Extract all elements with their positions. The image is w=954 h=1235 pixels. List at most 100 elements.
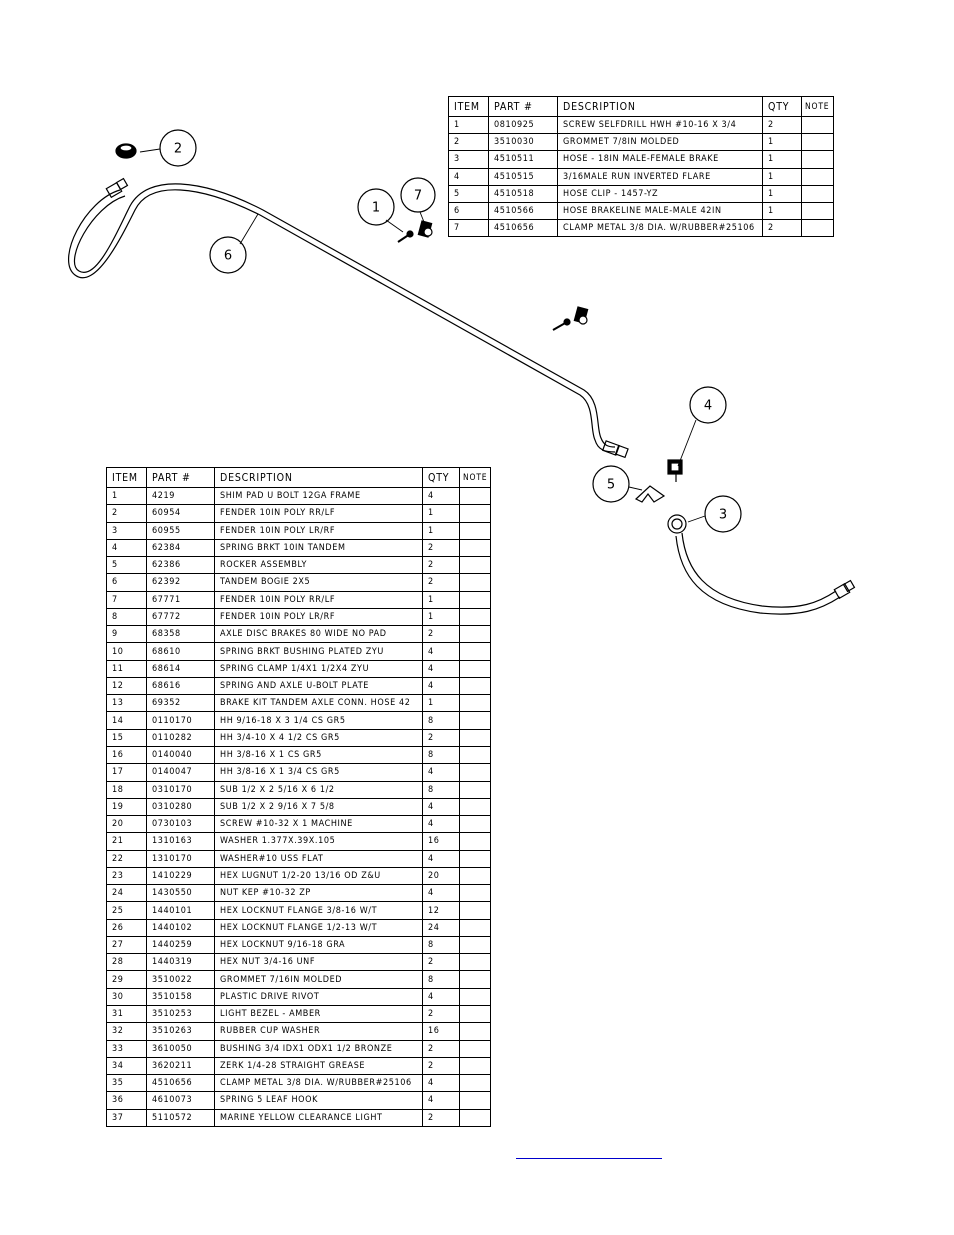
cell-item: 20	[106, 815, 147, 834]
cell-note	[459, 556, 491, 575]
cell-item: 33	[106, 1039, 147, 1058]
cell-part: 4510656	[488, 219, 558, 238]
cell-description: SUB 1/2 X 2 5/16 X 6 1/2	[214, 780, 423, 799]
cell-description: FENDER 10IN POLY LR/RF	[214, 521, 423, 540]
table-header-row: ITEM PART # DESCRIPTION QTY NOTE	[448, 96, 834, 117]
cell-qty: 12	[422, 901, 460, 920]
cell-item: 34	[106, 1056, 147, 1076]
inverted-flare-fitting	[667, 459, 683, 482]
cell-note	[459, 1039, 491, 1058]
cell-note	[459, 763, 491, 782]
cell-part: 5110572	[146, 1108, 215, 1127]
cell-part: 4219	[146, 486, 215, 506]
cell-part: 1440102	[146, 918, 215, 937]
cell-note	[459, 884, 491, 903]
header-qty: QTY	[762, 96, 802, 117]
cell-part: 1410229	[146, 866, 215, 886]
cell-part: 3510253	[146, 1004, 215, 1024]
cell-note	[459, 1091, 491, 1110]
hose-clip	[634, 485, 666, 503]
cell-part: 0810925	[488, 115, 558, 135]
cell-part: 0310170	[146, 780, 215, 799]
cell-item: 16	[106, 745, 147, 765]
cell-item: 18	[106, 780, 147, 799]
cell-item: 11	[106, 659, 147, 678]
cell-qty: 20	[422, 866, 460, 886]
cell-item: 3	[448, 150, 489, 169]
grommet	[115, 143, 137, 159]
short-hose	[667, 514, 856, 615]
cell-description: SHIM PAD U BOLT 12GA FRAME	[214, 486, 423, 506]
cell-item: 24	[106, 884, 147, 903]
cell-note	[459, 1056, 491, 1076]
cell-item: 6	[448, 201, 489, 221]
cell-description: SPRING BRKT BUSHING PLATED ZYU	[214, 642, 423, 661]
cell-description: CLAMP METAL 3/8 DIA. W/RUBBER#25106	[557, 219, 763, 238]
cell-part: 0140047	[146, 763, 215, 782]
cell-part: 1310170	[146, 849, 215, 868]
cell-note	[459, 953, 491, 972]
callout-1-circle	[357, 188, 395, 226]
cell-qty: 4	[422, 884, 460, 903]
cell-part: 3510158	[146, 987, 215, 1006]
cell-note	[459, 1004, 491, 1024]
cell-part: 62392	[146, 573, 215, 592]
cell-part: 3610050	[146, 1039, 215, 1058]
callout-6-label: 6	[224, 249, 232, 264]
cell-part: 1440319	[146, 953, 215, 972]
cell-note	[459, 1074, 491, 1093]
footer-link[interactable]	[516, 1146, 662, 1159]
cell-part: 62386	[146, 556, 215, 575]
brake-line-parts-table: ITEM PART # DESCRIPTION QTY NOTE 1 081092…	[448, 96, 834, 238]
cell-description: HOSE - 18IN MALE-FEMALE BRAKE	[557, 150, 763, 169]
header-qty: QTY	[422, 467, 460, 488]
header-item: ITEM	[106, 467, 147, 488]
cell-note	[459, 1022, 491, 1041]
cell-note	[459, 676, 491, 696]
cell-note	[459, 832, 491, 851]
callout-5-circle	[592, 465, 630, 503]
cell-item: 32	[106, 1022, 147, 1041]
cell-description: HEX LOCKNUT 9/16-18 GRA	[214, 935, 423, 955]
cell-part: 0110170	[146, 711, 215, 730]
cell-part: 0310280	[146, 797, 215, 817]
cell-description: PLASTIC DRIVE RIVOT	[214, 987, 423, 1006]
cell-description: BUSHING 3/4 IDX1 ODX1 1/2 BRONZE	[214, 1039, 423, 1058]
callout-7-label: 7	[414, 189, 422, 204]
cell-qty: 4	[422, 763, 460, 782]
cell-qty: 16	[422, 1022, 460, 1041]
cell-note	[801, 133, 834, 152]
cell-part: 0140040	[146, 745, 215, 765]
cell-note	[459, 573, 491, 592]
cell-qty: 4	[422, 642, 460, 661]
cell-qty: 1	[762, 184, 802, 203]
cell-description: SUB 1/2 X 2 9/16 X 7 5/8	[214, 797, 423, 817]
cell-part: 1440101	[146, 901, 215, 920]
cell-description: GROMMET 7/8IN MOLDED	[557, 133, 763, 152]
header-note: NOTE	[801, 96, 834, 117]
brakeline-hose	[68, 183, 616, 453]
cell-part: 1310163	[146, 832, 215, 851]
cell-qty: 8	[422, 780, 460, 799]
cell-item: 1	[106, 486, 147, 506]
cell-note	[801, 219, 834, 238]
cell-part: 67772	[146, 607, 215, 627]
